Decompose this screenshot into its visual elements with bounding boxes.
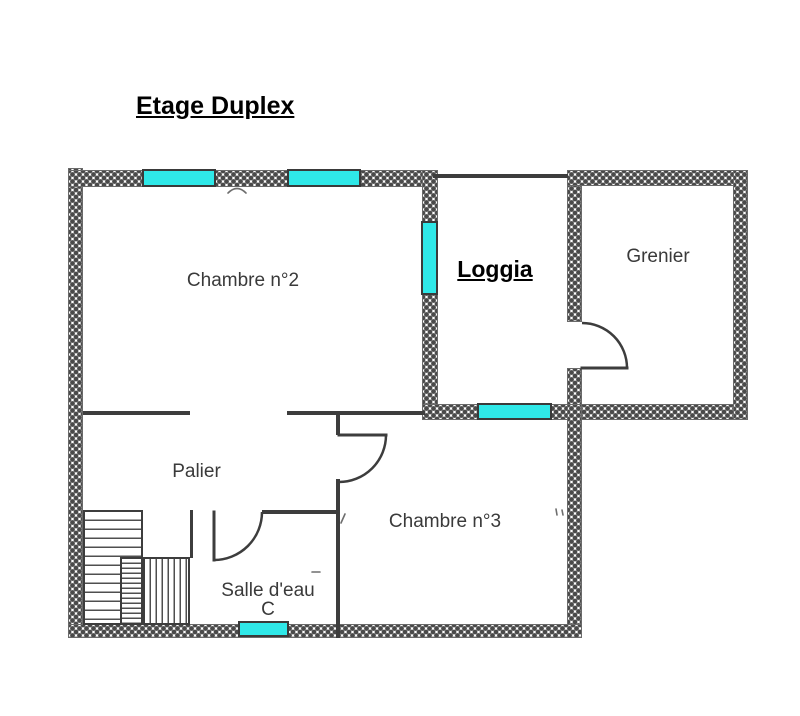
chambre3-door-arc (338, 434, 388, 484)
wall-mid-horizontal (422, 404, 748, 420)
room-label-palier: Palier (172, 461, 221, 482)
tick-mark-right-2 (561, 509, 564, 516)
door-jamb-salle-eau (190, 510, 193, 558)
window-loggia-side (421, 221, 438, 295)
partition-mid-right (287, 411, 425, 415)
room-label-grenier: Grenier (626, 246, 690, 267)
stairs-middle-flight (120, 557, 143, 625)
stairs-lower-flight (143, 557, 190, 625)
arc-mark-top (227, 187, 247, 194)
window-top-left (142, 169, 216, 187)
wall-grenier-top (567, 170, 748, 186)
partition-loggia-top (433, 174, 568, 178)
partition-chambre3-lower (336, 479, 340, 638)
window-top-right (287, 169, 361, 187)
tick-mark-left (340, 513, 346, 524)
grenier-door-arc (581, 321, 629, 369)
wall-chambre3-right (567, 404, 582, 638)
wall-top (68, 170, 433, 187)
room-label-chambre2: Chambre n°2 (186, 270, 300, 291)
salle-eau-sublabel-c: C (261, 599, 275, 620)
window-bottom (238, 621, 289, 637)
wall-left (68, 168, 83, 638)
room-label-chambre3: Chambre n°3 (388, 511, 502, 532)
room-label-salle-eau: Salle d'eau C (198, 581, 338, 619)
salle-eau-label-text: Salle d'eau (221, 580, 315, 601)
salle-eau-door-arc (213, 511, 264, 562)
wall-grenier-left-upper (567, 170, 582, 322)
page-title: Etage Duplex (136, 92, 295, 120)
partition-mid-left (83, 411, 190, 415)
partition-chambre3-upper (336, 411, 340, 435)
room-label-loggia: Loggia (457, 256, 533, 282)
tick-mark-right-1 (555, 508, 558, 516)
wall-grenier-right (733, 170, 748, 420)
wall-bottom (68, 624, 582, 638)
window-loggia-bottom (477, 403, 552, 420)
partition-palier-bottom-right (262, 510, 338, 514)
